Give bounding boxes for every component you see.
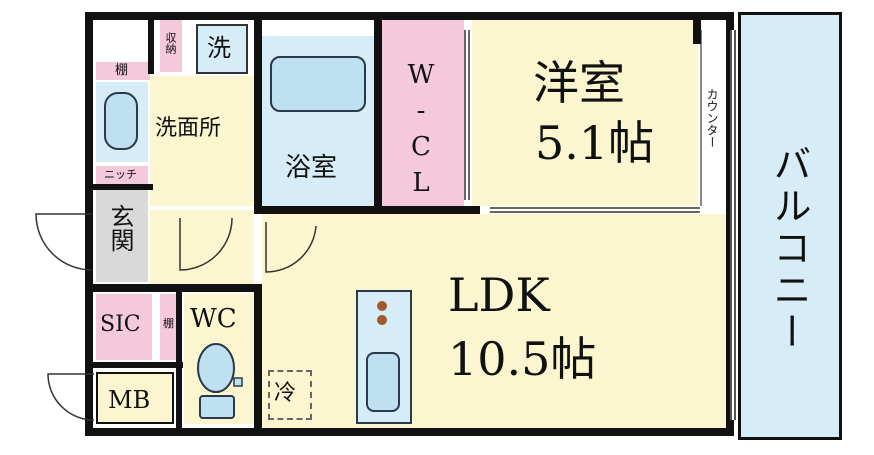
mb-label: MB [108,386,151,414]
outer-wall-left [85,12,93,436]
walk-in-closet [382,20,464,206]
wall-v4 [254,284,262,432]
bathtub-icon [270,56,366,112]
outer-wall-top [85,12,733,20]
sink-icon [104,92,138,150]
shelf [96,62,150,80]
wall-v3 [148,20,154,74]
shoe-closet [96,294,152,360]
balcony-label: バルコニー [767,144,811,354]
wc-shelf-label: 棚 [163,317,174,330]
ldk-door-icon [265,222,317,273]
mb-door-icon [47,373,95,421]
laundry-label: 洗 [207,34,231,62]
wall-h3 [93,284,261,292]
toilet-icon [197,343,243,419]
wall-h5 [693,20,701,44]
storage [160,20,182,72]
wall-h4 [93,362,183,368]
wc-shelf [160,294,180,360]
ldk-name: LDK [448,268,550,322]
washroom [150,76,254,206]
entrance [96,188,148,282]
entrance-door-icon [35,213,93,271]
niche [96,166,148,184]
outer-wall-bottom [85,428,733,436]
sic-label: SIC [100,312,141,337]
meter-box [96,372,174,424]
washroom-label: 洗面所 [155,116,222,141]
wc-label: WC [190,304,237,334]
closet-door-line [464,30,470,200]
wall-v1 [254,20,262,210]
wall-h2 [93,184,153,190]
wall-v5 [176,292,182,428]
niche-label: ニッチ [104,168,137,181]
shelf-label: 棚 [115,63,129,78]
western-sliding-door [490,207,700,213]
fridge-label: 冷 [274,381,297,406]
entrance-label: 玄関 [106,204,134,252]
fridge-space [268,370,312,420]
bath-label: 浴室 [285,153,338,183]
balcony-window [730,30,736,420]
wall-v2 [374,20,382,214]
stove-icon [377,301,387,325]
counter [700,30,726,206]
counter-label: カウンター [705,88,719,148]
kitchen-sink-icon [366,352,400,412]
wcl-label: W-CL [406,60,436,204]
ldk-room [262,214,726,428]
wall-h1 [254,206,480,214]
laundry-space [196,24,248,74]
western-room-name: 洋室 [533,56,625,110]
hall-door-icon [179,217,233,271]
western-room [472,20,698,206]
storage-label: 収納 [164,32,177,54]
western-room-size: 5.1帖 [535,116,655,170]
balcony [738,12,842,440]
ldk-size: 10.5帖 [448,332,597,386]
hallway [150,210,254,290]
